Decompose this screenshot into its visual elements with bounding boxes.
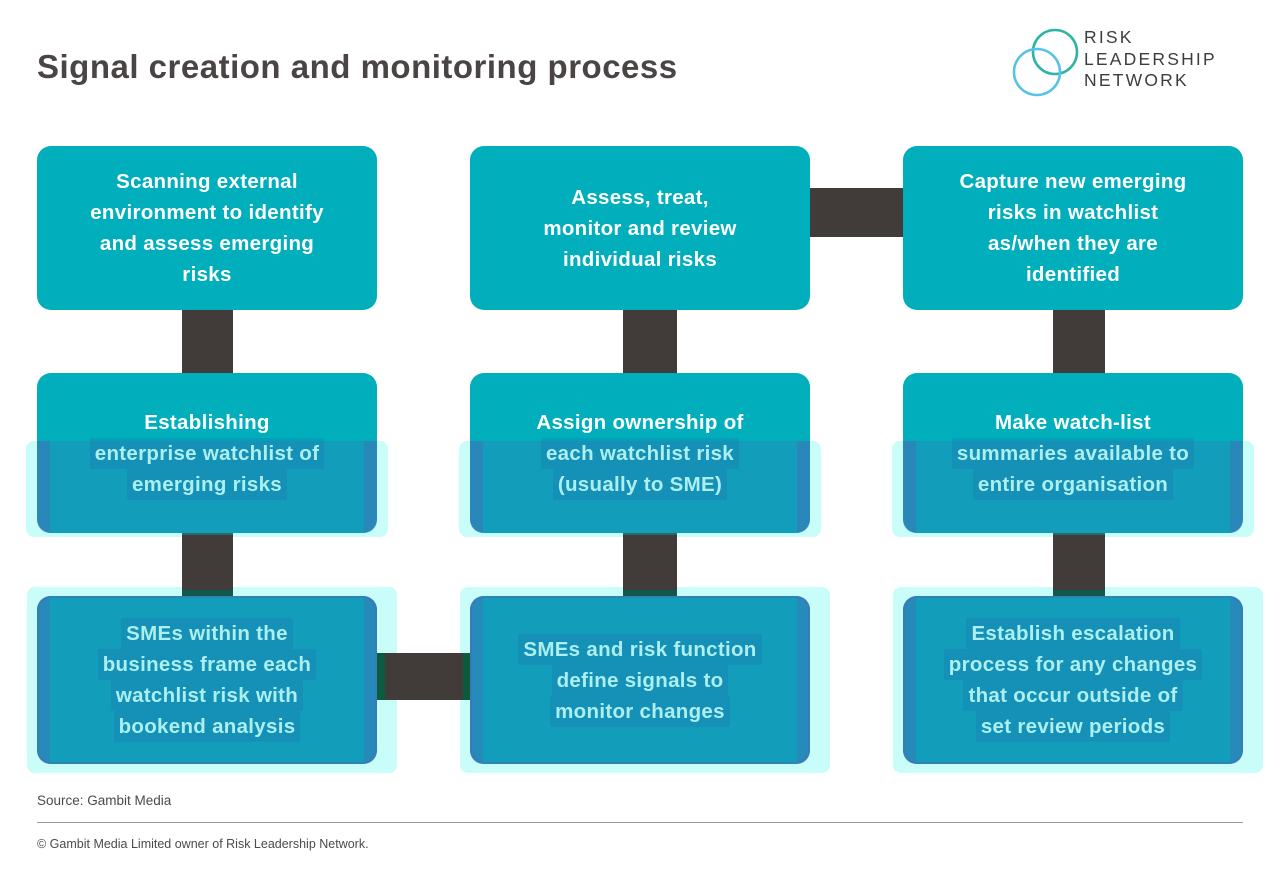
box-text-line: Establishing (144, 410, 270, 434)
connector-summaries-to-escalation (1053, 530, 1105, 597)
box-capture-new-risks: Capture new emerging risks in watchlist as… (903, 146, 1243, 310)
box-text: Assess, treat, monitor and review individu… (543, 182, 736, 275)
highlight-band (903, 441, 1243, 533)
box-text-line: process for any changes (943, 649, 1203, 680)
box-assign-ownership: Assign ownership of each watchlist risk(u… (470, 373, 810, 533)
box-assess-treat: Assess, treat, monitor and review individu… (470, 146, 810, 310)
connector-scanning-to-watchlist (182, 310, 233, 374)
box-text-line: environment to identify (90, 201, 324, 224)
box-text-line: set review periods (975, 711, 1171, 742)
highlight-band (470, 441, 810, 533)
connector-capture-to-summaries (1053, 310, 1105, 374)
box-scanning-external: Scanning external environment to identify… (37, 146, 377, 310)
brand-logo: RISK LEADERSHIP NETWORK (1010, 22, 1246, 98)
highlight-overlay (470, 596, 810, 764)
box-text-line: as/when they are (987, 232, 1158, 255)
highlight-band (37, 441, 377, 533)
box-text-line: emerging risks (126, 468, 288, 500)
box-text-line: entire organisation (972, 468, 1174, 500)
box-text-line: Assess, treat, (571, 185, 709, 209)
connector-watchlist-to-smes (182, 530, 233, 597)
connector-smes-to-signals (377, 653, 470, 700)
logo-wordmark: RISK LEADERSHIP NETWORK (1084, 27, 1217, 92)
footer-divider (37, 822, 1243, 823)
box-text-line: (usually to SME) (552, 468, 728, 500)
box-text-line: each watchlist risk (540, 437, 739, 469)
box-text-line: identified (1025, 263, 1121, 286)
box-text: Assign ownership of each watchlist risk(u… (536, 407, 743, 500)
page-title: Signal creation and monitoring process (37, 48, 678, 85)
box-text-line: Capture new emerging (959, 170, 1187, 193)
box-text-line: Make watch-list (994, 410, 1152, 434)
box-text-line: business frame each (97, 649, 317, 680)
box-text-line: and assess emerging (99, 232, 315, 255)
box-text-line: bookend analysis (113, 711, 301, 742)
box-text-line: enterprise watchlist of (89, 437, 325, 469)
box-text-line: Scanning external (116, 170, 298, 193)
box-text-line: Assign ownership of (536, 410, 744, 434)
copyright: © Gambit Media Limited owner of Risk Lea… (37, 837, 369, 851)
connector-assess-to-ownership (623, 310, 677, 374)
connector-assess-to-capture (810, 188, 903, 237)
highlight-overlay (903, 596, 1243, 764)
logo-line-3: NETWORK (1084, 70, 1189, 90)
logo-line-2: LEADERSHIP (1084, 48, 1217, 69)
box-text-line: define signals to (551, 664, 729, 696)
box-text-line: SMEs and risk function (518, 633, 762, 665)
box-text-line: risks in watchlist (987, 201, 1159, 224)
box-text-line: that occur outside of (963, 680, 1183, 711)
box-text-line: monitor and review (543, 216, 737, 240)
logo-circles-icon (1012, 28, 1079, 97)
box-text-line: monitor changes (550, 695, 730, 727)
box-text: Scanning external environment to identify… (90, 166, 324, 290)
connector-ownership-to-signals (623, 530, 677, 597)
logo-line-1: RISK (1084, 27, 1134, 47)
source-note: Source: Gambit Media (37, 793, 172, 808)
box-text-line: watchlist risk with (110, 680, 304, 711)
box-text-line: SMEs within the (121, 618, 293, 649)
box-text-line: individual risks (562, 247, 718, 271)
box-text-line: risks (182, 263, 232, 286)
box-text: Capture new emerging risks in watchlist as… (960, 166, 1187, 290)
box-text-line: Establish escalation (966, 618, 1180, 649)
highlight-overlay (37, 596, 377, 764)
box-text-line: summaries available to (951, 437, 1195, 469)
